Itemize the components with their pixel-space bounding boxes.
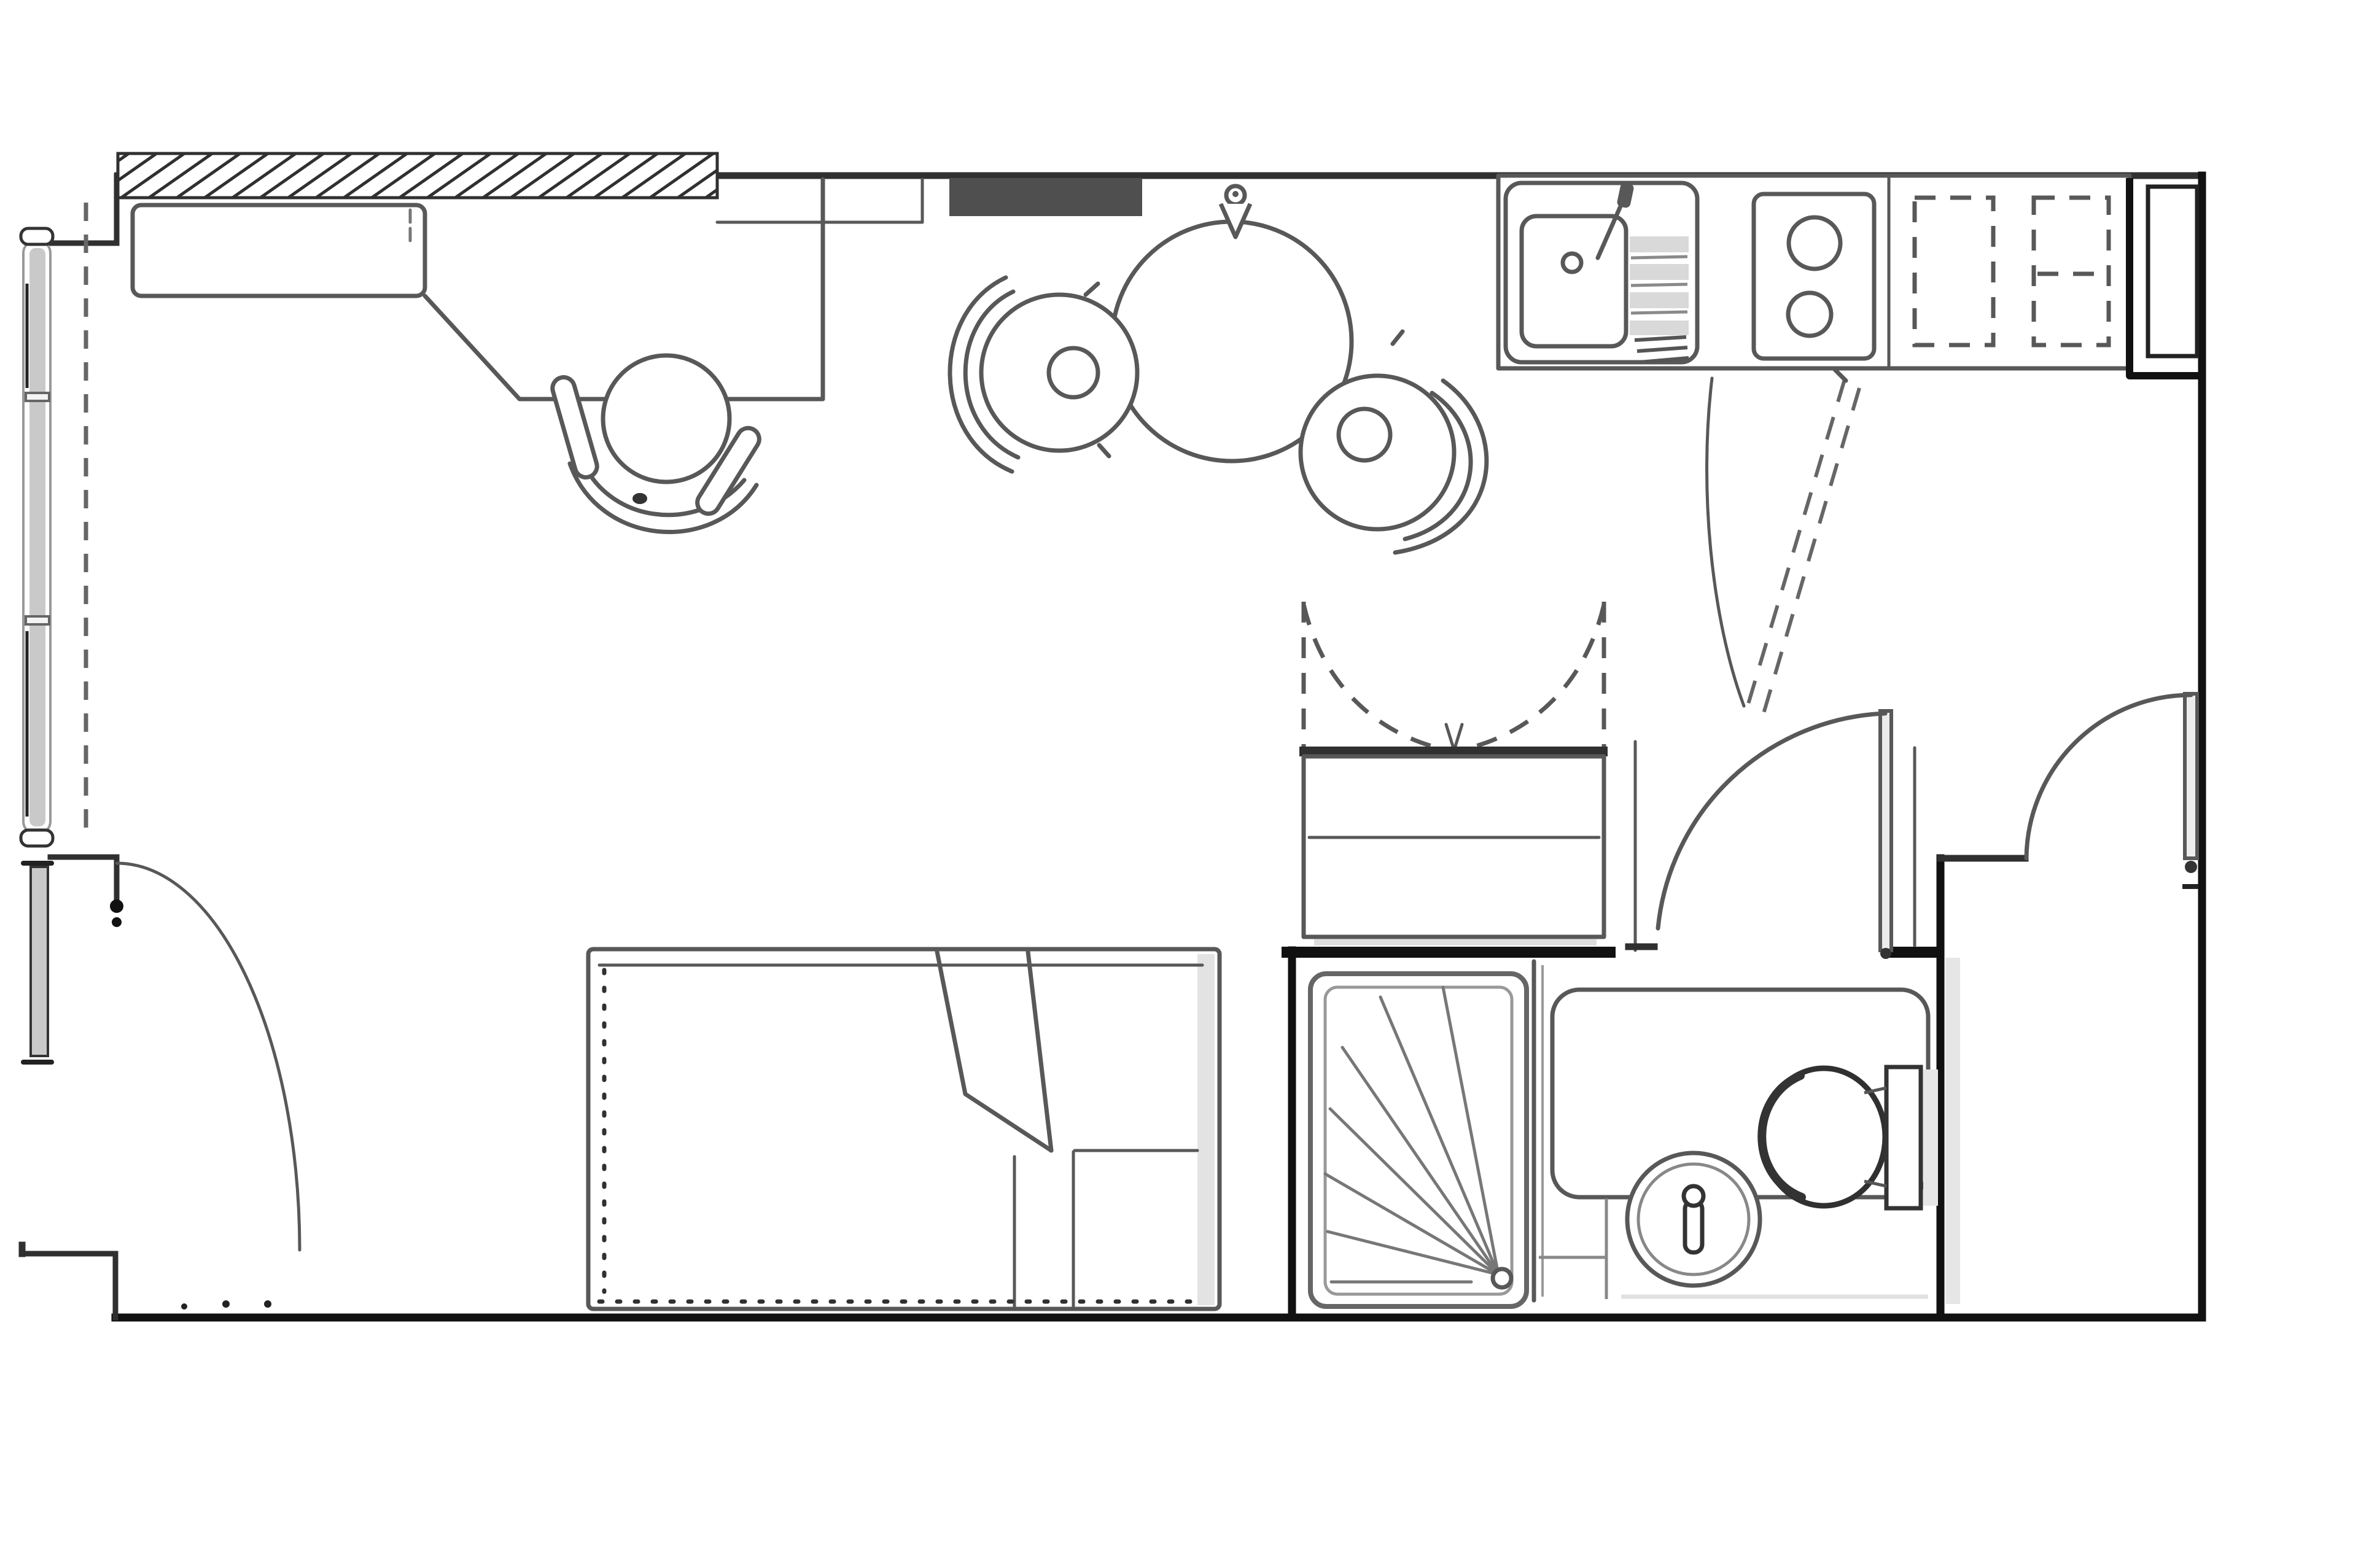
appliance-dashed-right: [2031, 195, 2111, 347]
dining-chair-right: [1298, 329, 1489, 555]
desk: [130, 177, 825, 402]
tall-cabinet: [2126, 178, 2201, 379]
counter-door-swing: [1705, 367, 1861, 714]
entry-door: [21, 861, 302, 1252]
sink-drainboard: [1630, 236, 1689, 364]
hall-door: [2024, 692, 2199, 889]
wardrobe: [1299, 602, 1608, 945]
shower: [1308, 959, 1544, 1309]
bathroom-door: [1656, 709, 1893, 959]
office-chair: [550, 353, 761, 535]
hatched-wall-band: [116, 152, 719, 200]
kitchen-sink: [1503, 180, 1700, 365]
cooktop: [1751, 192, 1877, 361]
wall-point-marker: [1218, 184, 1253, 239]
window: [19, 203, 88, 848]
bed: [586, 947, 1222, 1311]
toilet: [1757, 1065, 1938, 1211]
appliance-dashed-left: [1912, 195, 1996, 347]
dining-chair-left: [947, 275, 1140, 474]
